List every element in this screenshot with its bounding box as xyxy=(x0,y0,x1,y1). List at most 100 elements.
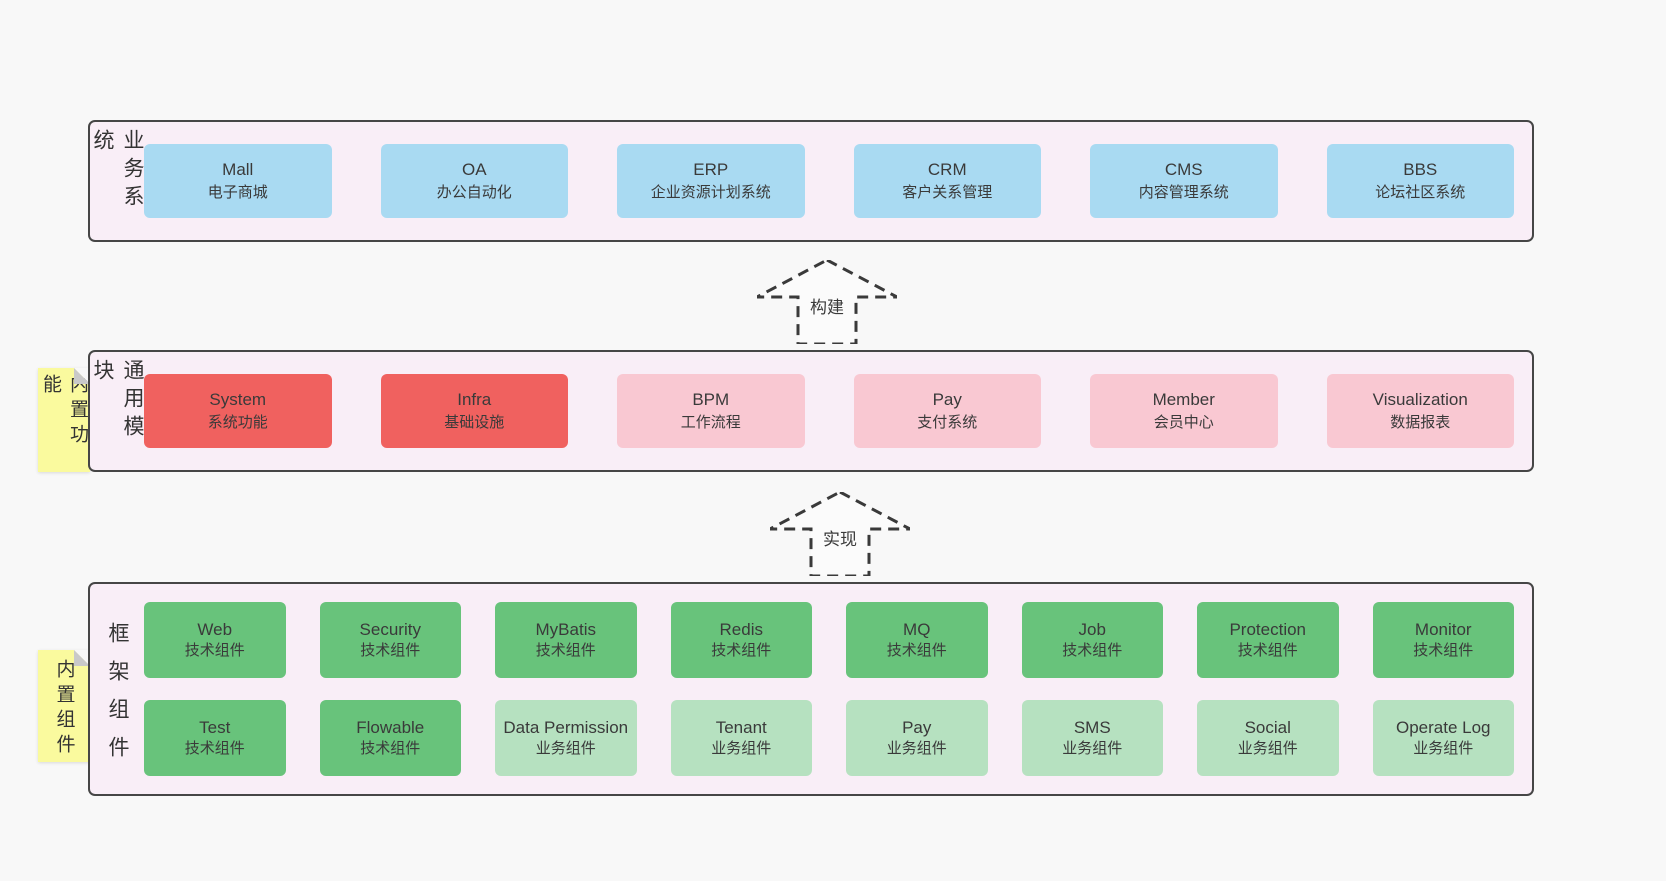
box-title: Operate Log xyxy=(1395,718,1491,737)
box-subtitle: 论坛社区系统 xyxy=(1375,184,1466,201)
box-subtitle: 系统功能 xyxy=(207,414,268,431)
build-arrow-label: 构建 xyxy=(810,298,844,317)
note-built-in-features: 内置功能 xyxy=(38,368,90,472)
box-social: Social 业务组件 xyxy=(1197,700,1339,776)
box-sms: SMS 业务组件 xyxy=(1021,700,1163,776)
box-subtitle: 数据报表 xyxy=(1390,414,1451,431)
box-monitor: Monitor 技术组件 xyxy=(1372,602,1514,678)
box-oa: OA 办公自动化 xyxy=(380,144,568,218)
box-title: Visualization xyxy=(1372,390,1468,409)
box-title: Redis xyxy=(719,620,763,639)
box-title: Data Permission xyxy=(503,718,629,737)
box-crm: CRM 客户关系管理 xyxy=(853,144,1041,218)
box-subtitle: 内容管理系统 xyxy=(1138,184,1229,201)
box-infra: Infra 基础设施 xyxy=(380,374,568,448)
box-title: CMS xyxy=(1164,160,1203,179)
box-title: MQ xyxy=(903,620,931,639)
box-title: Pay xyxy=(902,718,932,737)
box-subtitle: 客户关系管理 xyxy=(902,184,993,201)
box-subtitle: 技术组件 xyxy=(886,642,947,659)
box-title: Mall xyxy=(222,160,254,179)
box-member: Member 会员中心 xyxy=(1090,374,1278,448)
components-boxes-grid: Web 技术组件 Security 技术组件 MyBatis 技术组件 Redi… xyxy=(144,584,1532,794)
box-subtitle: 业务组件 xyxy=(1413,740,1474,757)
box-title: Member xyxy=(1152,390,1215,409)
box-mall: Mall 电子商城 xyxy=(144,144,332,218)
build-arrow-icon: 构建 xyxy=(757,260,897,344)
box-cms: CMS 内容管理系统 xyxy=(1090,144,1278,218)
box-subtitle: 技术组件 xyxy=(1237,642,1298,659)
box-title: Security xyxy=(359,620,421,639)
box-tenant: Tenant 业务组件 xyxy=(670,700,812,776)
box-title: Test xyxy=(199,718,231,737)
note-built-in-components: 内置组件 xyxy=(38,650,90,762)
box-title: Protection xyxy=(1229,620,1307,639)
box-redis: Redis 技术组件 xyxy=(670,602,812,678)
box-subtitle: 电子商城 xyxy=(207,184,268,201)
box-pay: Pay 支付系统 xyxy=(853,374,1041,448)
box-title: Monitor xyxy=(1414,620,1472,639)
box-subtitle: 技术组件 xyxy=(1413,642,1474,659)
box-title: BPM xyxy=(692,390,730,409)
box-mybatis: MyBatis 技术组件 xyxy=(495,602,637,678)
box-title: Flowable xyxy=(356,718,425,737)
box-system: System 系统功能 xyxy=(144,374,332,448)
note-label: 内置组件 xyxy=(53,659,75,759)
layer-label-modules: 通用模块 xyxy=(91,359,144,443)
note-label: 内置功能 xyxy=(40,374,88,449)
layer-label-components: 框架组件 xyxy=(106,621,129,774)
box-subtitle: 基础设施 xyxy=(444,414,505,431)
box-subtitle: 技术组件 xyxy=(360,642,421,659)
box-subtitle: 业务组件 xyxy=(711,740,772,757)
box-title: ERP xyxy=(693,160,729,179)
box-subtitle: 业务组件 xyxy=(1062,740,1123,757)
box-job: Job 技术组件 xyxy=(1021,602,1163,678)
box-erp: ERP 企业资源计划系统 xyxy=(617,144,805,218)
box-subtitle: 技术组件 xyxy=(535,642,596,659)
box-protection: Protection 技术组件 xyxy=(1197,602,1339,678)
layer-common-modules: 通用模块 System 系统功能 Infra 基础设施 BPM 工作流程 Pay… xyxy=(88,350,1534,472)
layer-label-business: 业务系统 xyxy=(91,129,144,213)
box-subtitle: 支付系统 xyxy=(917,414,978,431)
box-web: Web 技术组件 xyxy=(144,602,286,678)
box-test: Test 技术组件 xyxy=(144,700,286,776)
box-subtitle: 技术组件 xyxy=(184,642,245,659)
box-title: BBS xyxy=(1403,160,1438,179)
box-subtitle: 企业资源计划系统 xyxy=(650,184,771,201)
box-bbs: BBS 论坛社区系统 xyxy=(1326,144,1514,218)
box-subtitle: 业务组件 xyxy=(886,740,947,757)
box-title: Pay xyxy=(932,390,962,409)
box-title: MyBatis xyxy=(535,620,596,639)
box-security: Security 技术组件 xyxy=(319,602,461,678)
box-title: Social xyxy=(1244,718,1291,737)
box-title: CRM xyxy=(927,160,967,179)
box-data-permission: Data Permission 业务组件 xyxy=(495,700,637,776)
box-subtitle: 技术组件 xyxy=(184,740,245,757)
box-subtitle: 业务组件 xyxy=(1237,740,1298,757)
box-title: SMS xyxy=(1073,718,1111,737)
modules-boxes-row: System 系统功能 Infra 基础设施 BPM 工作流程 Pay 支付系统… xyxy=(144,352,1532,470)
box-subtitle: 会员中心 xyxy=(1153,414,1214,431)
box-pay-biz: Pay 业务组件 xyxy=(846,700,988,776)
layer-framework-components: 框架组件 Web 技术组件 Security 技术组件 MyBatis 技术组件… xyxy=(88,582,1534,796)
box-subtitle: 技术组件 xyxy=(711,642,772,659)
box-title: Infra xyxy=(457,390,492,409)
box-subtitle: 办公自动化 xyxy=(436,184,512,201)
box-operate-log: Operate Log 业务组件 xyxy=(1372,700,1514,776)
box-subtitle: 业务组件 xyxy=(535,740,596,757)
box-flowable: Flowable 技术组件 xyxy=(319,700,461,776)
box-subtitle: 工作流程 xyxy=(680,414,741,431)
box-title: Job xyxy=(1078,620,1106,639)
box-bpm: BPM 工作流程 xyxy=(617,374,805,448)
box-subtitle: 技术组件 xyxy=(360,740,421,757)
implement-arrow-icon: 实现 xyxy=(770,492,910,576)
box-mq: MQ 技术组件 xyxy=(846,602,988,678)
box-title: Web xyxy=(197,620,233,639)
box-visualization: Visualization 数据报表 xyxy=(1326,374,1514,448)
box-title: System xyxy=(209,390,267,409)
box-subtitle: 技术组件 xyxy=(1062,642,1123,659)
box-title: OA xyxy=(461,160,487,179)
business-boxes-row: Mall 电子商城 OA 办公自动化 ERP 企业资源计划系统 CRM 客户关系… xyxy=(144,122,1532,240)
layer-business-systems: 业务系统 Mall 电子商城 OA 办公自动化 ERP 企业资源计划系统 CRM… xyxy=(88,120,1534,242)
